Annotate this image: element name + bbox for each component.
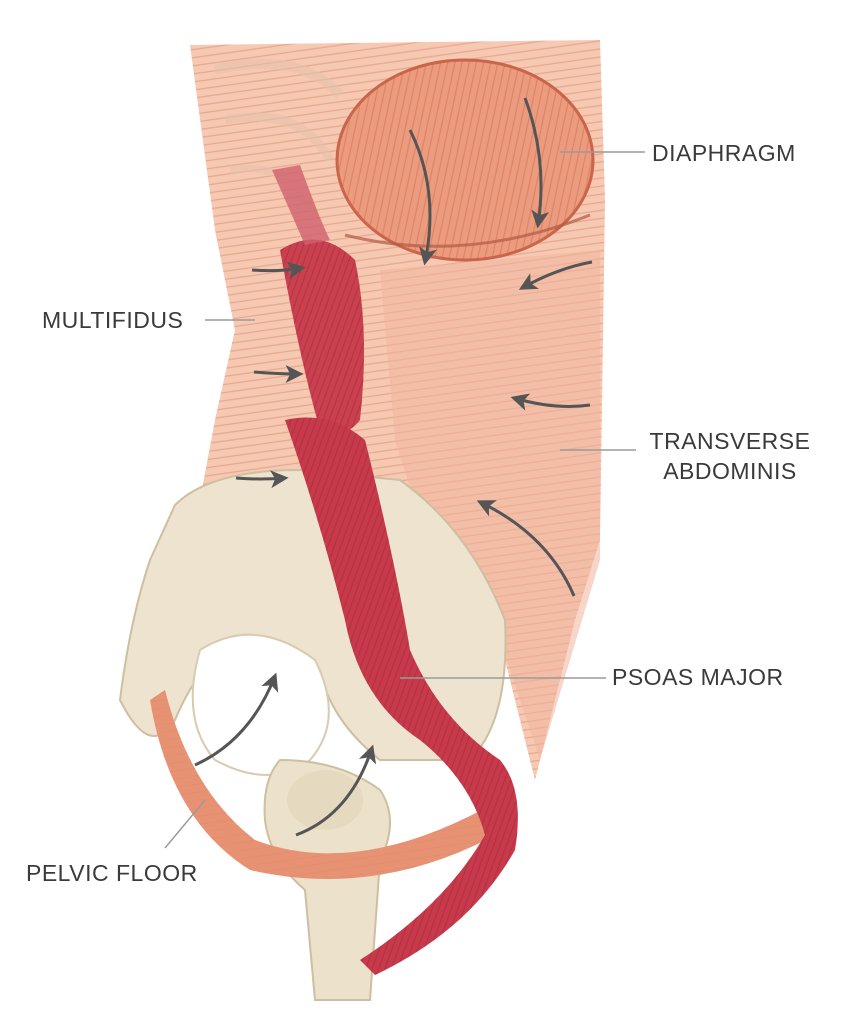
arrow-diaphragm-left — [408, 129, 437, 266]
pelvic-floor-muscle — [150, 690, 505, 879]
label-pelvic-floor: PELVIC FLOOR — [26, 860, 198, 886]
label-psoas-major: PSOAS MAJOR — [612, 664, 784, 690]
label-multifidus: MULTIFIDUS — [42, 307, 184, 333]
psoas-major-muscle — [285, 417, 518, 975]
arrow-multifidus-mid — [253, 364, 304, 383]
label-diaphragm: DIAPHRAGM — [652, 140, 796, 166]
arrow-abdomen-mid — [510, 393, 591, 411]
arrow-abdomen-lower — [476, 500, 576, 597]
diaphragm-muscle — [335, 58, 595, 262]
arrow-abdomen-upper — [518, 260, 593, 290]
arrow-pelvic-right — [295, 744, 377, 837]
femur-bone — [263, 758, 391, 1001]
leader-pelvic — [164, 799, 206, 849]
arrow-pelvic-left — [194, 672, 279, 767]
leader-lines — [164, 151, 645, 849]
arrow-multifidus-top — [251, 261, 306, 280]
force-arrows — [194, 97, 593, 837]
arrow-diaphragm-right — [523, 97, 550, 229]
label-transverse-line1: TRANSVERSE — [649, 428, 811, 454]
label-transverse-abdominis: TRANSVERSE ABDOMINIS — [640, 426, 820, 486]
multifidus-muscle — [272, 165, 364, 434]
label-transverse-line2: ABDOMINIS — [663, 458, 797, 484]
arrow-multifidus-low — [235, 470, 289, 489]
